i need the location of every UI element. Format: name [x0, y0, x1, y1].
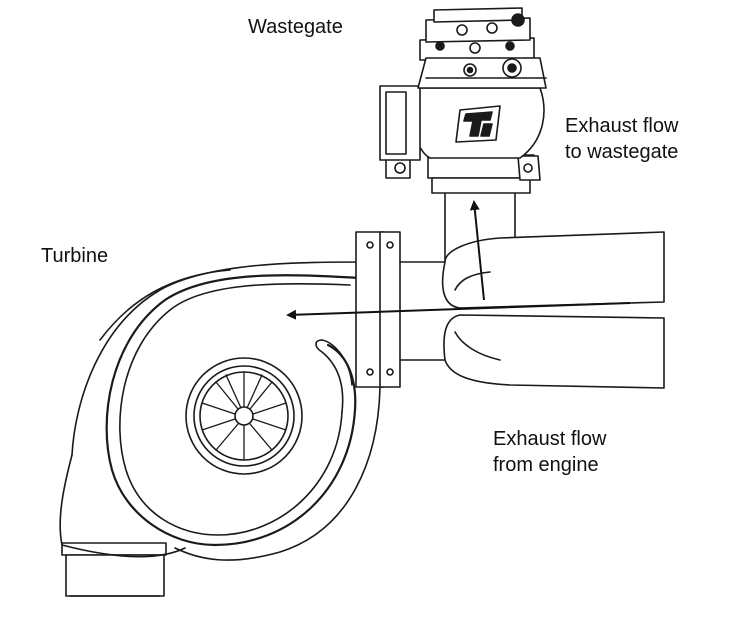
label-turbine: Turbine: [41, 243, 108, 269]
label-exhaust-from-engine: Exhaust flow from engine: [493, 426, 606, 478]
label-exhaust-to-wastegate-line1: Exhaust flow: [565, 115, 679, 137]
label-exhaust-from-engine-line2: from engine: [493, 454, 599, 476]
turbine-wheel: [185, 357, 303, 475]
arrow-engine-to-turbine: [286, 302, 631, 320]
exhaust-manifold: [441, 231, 665, 389]
label-exhaust-to-wastegate: Exhaust flow to wastegate: [565, 113, 678, 165]
turbine-inlet-flange: [355, 231, 446, 388]
label-exhaust-from-engine-line1: Exhaust flow: [493, 428, 607, 450]
wastegate-pipe: [444, 189, 516, 263]
wastegate-body: [379, 85, 545, 161]
flow-arrows: [286, 200, 631, 320]
arrow-to-wastegate: [469, 200, 485, 301]
label-turbine-text: Turbine: [41, 245, 109, 267]
tial-logo-icon: [455, 105, 501, 143]
label-exhaust-to-wastegate-line2: to wastegate: [565, 141, 679, 163]
wastegate-actuator: [417, 7, 547, 89]
turbine-outlet: [59, 454, 167, 597]
turbine-housing: [61, 261, 381, 561]
label-wastegate: Wastegate: [248, 14, 343, 40]
label-wastegate-text: Wastegate: [248, 16, 343, 38]
